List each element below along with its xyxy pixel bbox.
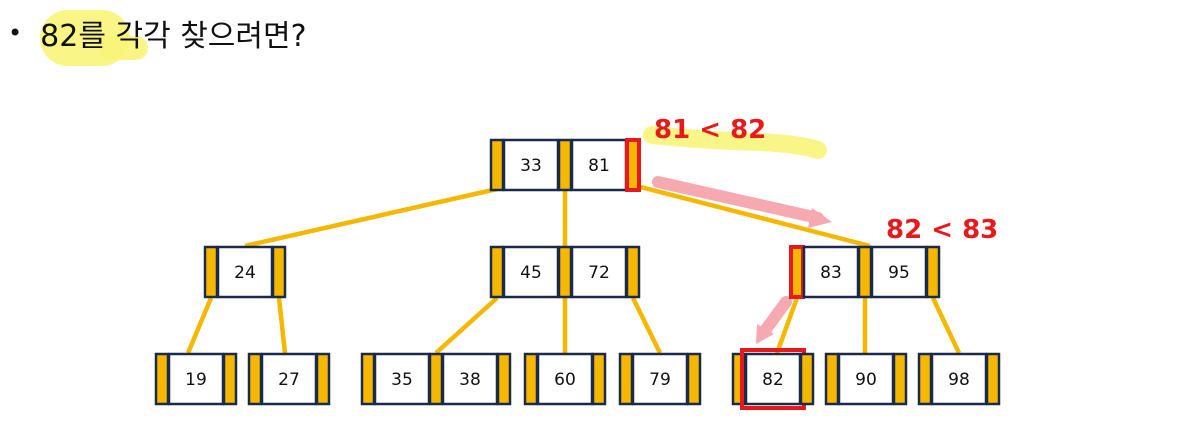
node-level1-0-pointer-0 <box>203 245 219 299</box>
node-level1-2: 83 95 <box>789 245 941 299</box>
node-leaf-7-pointer-0 <box>917 352 933 406</box>
node-leaf-7-key-0: 98 <box>948 370 970 390</box>
node-leaf-4: 79 <box>618 352 702 406</box>
annotation-root-compare: 81 < 82 <box>654 115 766 145</box>
node-leaf-6-key-0: 90 <box>855 370 877 390</box>
node-level1-1-pointer-2 <box>625 245 641 299</box>
node-leaf-3-key-cell-0 <box>536 352 594 406</box>
edge-45-72-to-35-38 <box>434 296 499 355</box>
search-arrow-mid-to-leaf <box>758 296 792 338</box>
search-arrows <box>652 176 832 344</box>
node-level1-2-pointer-0 <box>789 245 805 299</box>
node-level1-2-pointer-1 <box>857 245 873 299</box>
node-leaf-4-pointer-1 <box>686 352 702 406</box>
node-leaf-5-key-cell-0 <box>744 352 802 406</box>
node-leaf-5-pointer-1 <box>799 352 815 406</box>
marker-highlight-heading-tail <box>96 36 148 60</box>
node-root-key-0: 33 <box>520 156 542 176</box>
node-leaf-2-key-0: 35 <box>391 370 413 390</box>
bullet-point: • <box>8 19 23 47</box>
node-root-key-1: 81 <box>588 156 610 176</box>
node-root-key-cell-0 <box>502 138 560 192</box>
node-leaf-1-pointer-1 <box>315 352 331 406</box>
node-leaf-2: 35 38 <box>360 352 512 406</box>
node-leaf-7-pointer-1 <box>985 352 1001 406</box>
search-arrow-root-to-right-head <box>808 208 832 228</box>
node-root-pointer-1 <box>557 138 573 192</box>
node-leaf-0-pointer-0 <box>154 352 170 406</box>
node-level1-0-pointer-1 <box>271 245 287 299</box>
annotation-mid-compare: 82 < 83 <box>886 215 998 245</box>
tree-nodes: 33 81 24 45 72 83 95 19 27 35 38 60 79 82 90 98 <box>154 138 1001 410</box>
edge-root-to-24 <box>244 186 498 249</box>
edge-24-to-19 <box>185 297 214 354</box>
node-leaf-2-key-cell-1 <box>441 352 499 406</box>
node-leaf-0-pointer-1 <box>222 352 238 406</box>
node-level1-0-key-0: 24 <box>234 263 256 283</box>
node-leaf-2-pointer-2 <box>496 352 512 406</box>
node-level1-0-key-cell-0 <box>216 245 274 299</box>
heading-row: • 82를 각각 찾으려면? <box>8 8 307 58</box>
node-leaf-1-pointer-0 <box>247 352 263 406</box>
tree-edges <box>185 182 962 355</box>
node-leaf-3: 60 <box>523 352 607 406</box>
node-level1-1-key-1: 72 <box>588 263 610 283</box>
node-leaf-2-pointer-1 <box>428 352 444 406</box>
edge-root-to-83-95 <box>632 182 871 249</box>
node-leaf-0: 19 <box>154 352 238 406</box>
node-level1-1-key-0: 45 <box>520 263 542 283</box>
node-level1-2-key-cell-1 <box>870 245 928 299</box>
search-arrow-root-to-right <box>652 176 824 224</box>
node-leaf-2-key-1: 38 <box>459 370 481 390</box>
node-leaf-2-pointer-0 <box>360 352 376 406</box>
node-leaf-5: 82 <box>731 348 815 410</box>
node-level1-1-pointer-1 <box>557 245 573 299</box>
node-leaf-4-pointer-0 <box>618 352 634 406</box>
node-level1-2-key-0: 83 <box>820 263 842 283</box>
node-level1-1-pointer-0 <box>489 245 505 299</box>
edge-83-95-to-82 <box>774 297 800 354</box>
node-root-pointer-0 <box>489 138 505 192</box>
node-leaf-1-key-cell-0 <box>260 352 318 406</box>
node-leaf-1: 27 <box>247 352 331 406</box>
edge-45-72-to-79 <box>630 297 663 354</box>
node-leaf-6-pointer-1 <box>892 352 908 406</box>
node-leaf-3-pointer-1 <box>591 352 607 406</box>
node-leaf-4-key-0: 79 <box>649 370 671 390</box>
search-arrow-mid-to-leaf-head <box>756 324 774 344</box>
node-leaf-0-key-0: 19 <box>185 370 207 390</box>
node-leaf-7-key-cell-0 <box>930 352 988 406</box>
node-leaf-5-key-0: 82 <box>762 370 784 390</box>
node-leaf-7: 98 <box>917 352 1001 406</box>
node-level1-1: 45 72 <box>489 245 641 299</box>
heading-text: 82를 각각 찾으려면? <box>40 19 307 54</box>
node-level1-2-key-1: 95 <box>888 263 910 283</box>
node-leaf-3-pointer-0 <box>523 352 539 406</box>
node-leaf-6: 90 <box>824 352 908 406</box>
node-level1-0: 24 <box>203 245 287 299</box>
edge-24-to-27 <box>276 297 288 354</box>
node-root: 33 81 <box>489 138 641 192</box>
marker-highlight-annotation <box>643 126 827 159</box>
node-root-pointer-2 <box>625 138 641 192</box>
node-level1-2-pointer-2 <box>925 245 941 299</box>
node-leaf-3-key-0: 60 <box>554 370 576 390</box>
node-leaf-1-key-0: 27 <box>278 370 300 390</box>
edge-83-95-to-98 <box>930 297 962 354</box>
node-leaf-6-pointer-0 <box>824 352 840 406</box>
